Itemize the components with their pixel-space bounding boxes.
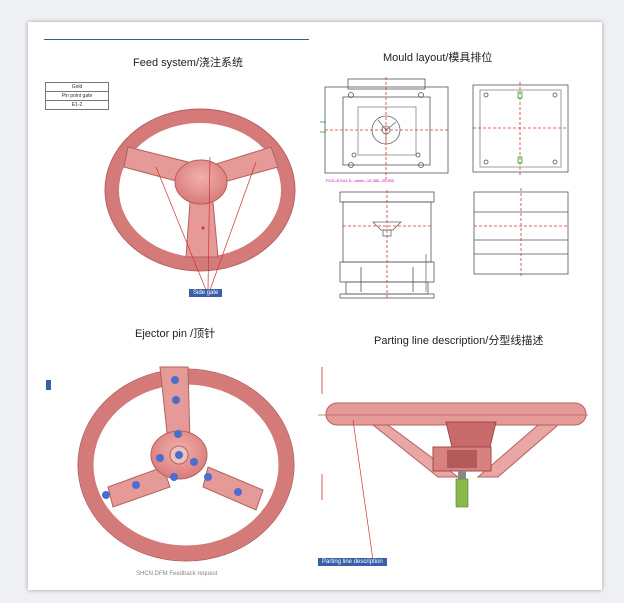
side-gate-tag: Side gate: [189, 289, 223, 297]
ejector-pin: [171, 376, 179, 384]
ejector-pin: [170, 473, 178, 481]
ejector-pin: [234, 488, 242, 496]
marker-square: [46, 380, 51, 390]
mould-layout-title: Mould layout/模具排位: [383, 52, 493, 64]
ejector-pin: [174, 430, 182, 438]
footer-text: SHCN DFM Feedback request: [136, 571, 218, 577]
mould-side-view: [472, 82, 569, 175]
screw-insert: [455, 478, 469, 508]
ejector-pin: [172, 396, 180, 404]
feed-spoke-bottom: [185, 201, 219, 258]
ejector-pin-title: Ejector pin /顶针: [135, 328, 216, 340]
parting-line-tag: Parting line description: [318, 558, 387, 566]
feed-wheel: [104, 108, 296, 291]
gate-legend-table: Gold Pin point gate E1-2: [45, 82, 109, 110]
mould-section-view: [339, 190, 435, 300]
legend-row: E1-2: [45, 100, 109, 110]
layout-dimension-text: PCD=670x1,5---weld=-10,380--20,890: [326, 178, 395, 183]
dfm-sheet: Feed system/浇注系统 Mould layout/模具排位 Eject…: [28, 22, 602, 590]
header-rule: [44, 39, 309, 40]
drawings-canvas: PCD=670x1,5---weld=-10,380--20,890: [77, 77, 588, 562]
ejector-spoke-right: [202, 466, 264, 511]
ejector-pin: [156, 454, 164, 462]
mould-plan-view: [320, 77, 449, 182]
feed-hub: [174, 159, 228, 205]
feed-system-title: Feed system/浇注系统: [133, 57, 244, 69]
mould-section-right: [473, 188, 569, 278]
feed-wheel-rim: [105, 109, 295, 271]
ejector-pin: [204, 473, 212, 481]
ejector-wheel: [77, 366, 295, 562]
ejector-pin: [132, 481, 140, 489]
ejector-pin: [102, 491, 110, 499]
parting-wheel-side: [318, 367, 588, 561]
ejector-pin: [190, 458, 198, 466]
parting-line-title: Parting line description/分型线描述: [374, 335, 544, 347]
ejector-pin: [175, 451, 183, 459]
